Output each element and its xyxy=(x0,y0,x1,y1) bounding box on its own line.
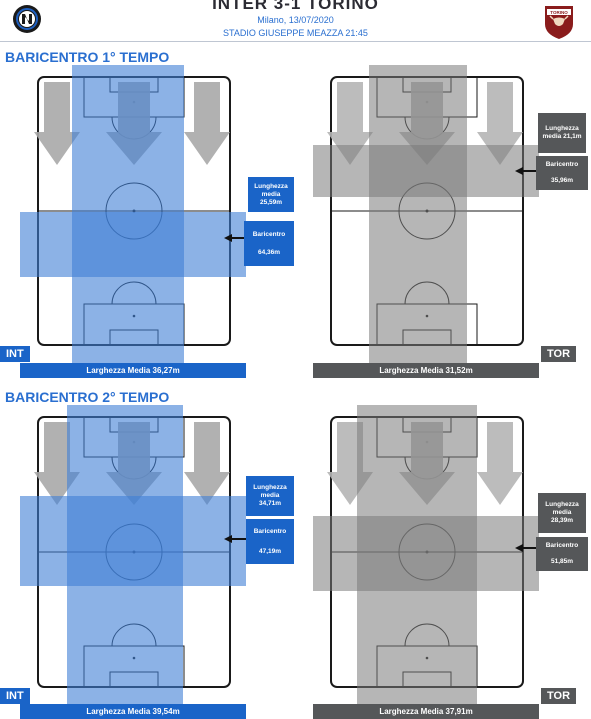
first-half-inter-pitch xyxy=(20,65,262,365)
lunghezza-value: 34,71m xyxy=(258,500,282,507)
first-half-inter-team-tag: INT xyxy=(0,346,30,362)
first-half-inter-larghezza: Larghezza Media 36,27m xyxy=(20,363,246,378)
lunghezza-label: Lunghezza media 21,1m xyxy=(542,125,582,140)
baricentro-value: 64,36m xyxy=(257,248,281,256)
first-half-inter-lunghezza: Lunghezza media 25,59m xyxy=(248,177,294,212)
torino-logo-text: TORINO xyxy=(550,10,568,15)
lunghezza-value: 25,59m xyxy=(259,198,283,206)
header-divider xyxy=(0,41,591,42)
baricentro-value: 51,85m xyxy=(550,558,574,565)
baricentro-value: 35,96m xyxy=(550,177,574,184)
baricentro-label: Baricentro xyxy=(545,542,579,549)
second-half-torino-larghezza: Larghezza Media 37,91m xyxy=(313,704,539,719)
second-half-torino-lunghezza: Lunghezza media 28,39m xyxy=(538,493,586,533)
inter-logo-icon xyxy=(13,5,41,33)
second-half-torino-team-tag: TOR xyxy=(541,688,577,704)
second-half-inter-team-tag: INT xyxy=(0,688,30,704)
lunghezza-value: 28,39m xyxy=(550,517,574,524)
second-half-inter-baricentro: Baricentro 47,19m xyxy=(246,519,294,564)
lunghezza-label: Lunghezza media xyxy=(253,484,287,499)
first-half-torino-baricentro: Baricentro 35,96m xyxy=(536,156,588,190)
lunghezza-label: Lunghezza media xyxy=(254,182,288,198)
lunghezza-label: Lunghezza media xyxy=(545,501,579,516)
first-half-title: BARICENTRO 1° TEMPO xyxy=(5,49,170,65)
baricentro-label: Baricentro xyxy=(253,527,287,535)
baricentro-label: Baricentro xyxy=(252,230,286,238)
second-half-inter-larghezza: Larghezza Media 39,54m xyxy=(20,704,246,719)
first-half-torino-pitch xyxy=(313,65,541,365)
second-half-inter-lunghezza: Lunghezza media 34,71m xyxy=(246,476,294,516)
match-title: INTER 3-1 TORINO xyxy=(212,0,379,13)
second-half-title: BARICENTRO 2° TEMPO xyxy=(5,389,170,405)
baricentro-value: 47,19m xyxy=(258,547,282,555)
second-half-inter-pitch xyxy=(20,405,256,705)
second-half-torino-baricentro: Baricentro 51,85m xyxy=(536,537,588,571)
first-half-torino-lunghezza: Lunghezza media 21,1m xyxy=(538,113,586,153)
match-date: Milano, 13/07/2020 xyxy=(257,15,334,25)
first-half-inter-baricentro: Baricentro 64,36m xyxy=(244,221,294,266)
baricentro-label: Baricentro xyxy=(545,161,579,168)
match-venue: STADIO GIUSEPPE MEAZZA 21:45 xyxy=(223,28,368,38)
first-half-torino-team-tag: TOR xyxy=(541,346,577,362)
second-half-torino-pitch xyxy=(313,405,541,705)
torino-logo-icon: TORINO xyxy=(545,6,573,39)
first-half-torino-larghezza: Larghezza Media 31,52m xyxy=(313,363,539,378)
